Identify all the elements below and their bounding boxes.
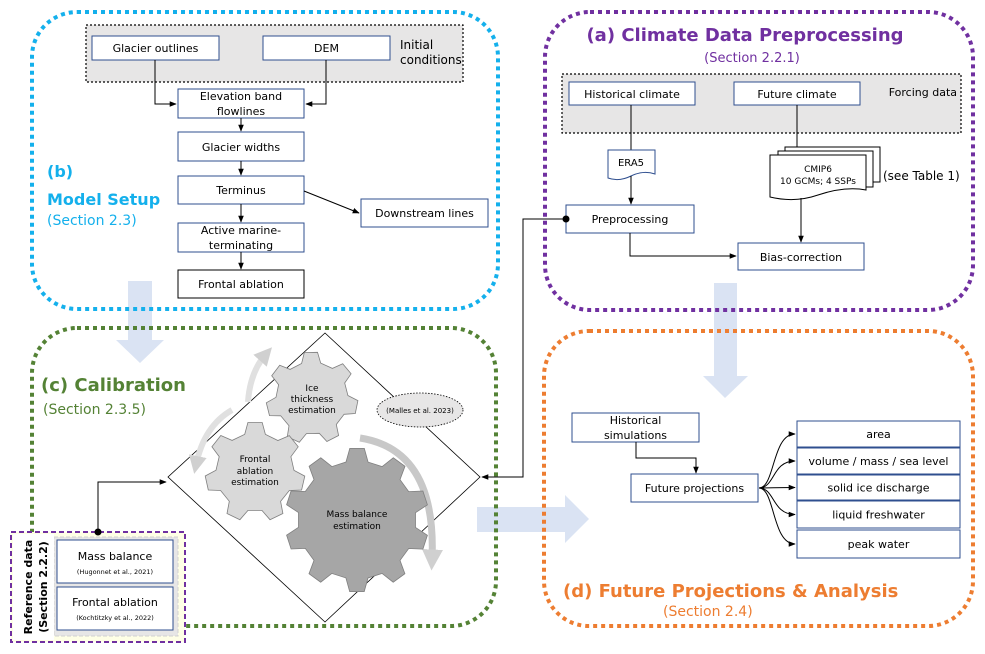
malles-citation-label: (Malles et al. 2023): [386, 407, 454, 415]
output-arrow: [758, 484, 796, 491]
future-climate-label: Future climate: [757, 88, 836, 101]
flow-arrow-c-to-d: [477, 495, 589, 543]
output-box-4[interactable]: peak water: [796, 529, 961, 559]
cycle-arrow-right: [359, 434, 443, 571]
section-a-title: (a) Climate Data Preprocessing: [586, 25, 903, 46]
frontal-ablation-label: Frontal ablation: [198, 278, 284, 291]
section-c-container: [30, 326, 498, 628]
output-label: volume / mass / sea level: [809, 455, 949, 468]
dem-box[interactable]: DEM: [262, 35, 391, 61]
section-d-reference: (Section 2.4): [663, 604, 753, 620]
mass-balance-gear: [286, 448, 428, 592]
flow-arrow-a-to-d: [703, 283, 748, 398]
active-marine-label: Active marine-terminating: [201, 224, 281, 252]
reference-label-bg: [13, 534, 54, 640]
output-arrow: [758, 487, 796, 518]
forcing-data-label: Forcing data: [889, 86, 957, 99]
glacier-outlines-box[interactable]: Glacier outlines: [91, 35, 220, 61]
glacier-widths-label: Glacier widths: [202, 141, 281, 154]
connector-dot: [562, 215, 570, 223]
historical-climate-box[interactable]: Historical climate: [568, 81, 696, 106]
future-climate-box[interactable]: Future climate: [733, 81, 861, 106]
glacier-widths-box[interactable]: Glacier widths: [177, 131, 305, 162]
section-c-title: (c) Calibration: [41, 375, 186, 396]
connector-preprocessing-to-calibration: [481, 218, 566, 480]
malles-citation-ellipse: (Malles et al. 2023): [376, 392, 464, 428]
output-arrow: [758, 431, 796, 489]
output-box-2[interactable]: solid ice discharge: [796, 474, 961, 501]
arrow-reference-to-calibration: [97, 479, 167, 532]
bias-correction-box[interactable]: Bias-correction: [737, 242, 865, 271]
section-b-title: Model Setup: [47, 190, 160, 209]
cycle-arrow-up: [245, 347, 272, 403]
reference-frontal-ablation-cite: (Kochtitzky et al., 2022): [76, 614, 154, 622]
reference-mass-balance-box[interactable]: Mass balance (Hugonnet et al., 2021): [56, 539, 174, 584]
output-box-3[interactable]: liquid freshwater: [796, 500, 961, 529]
output-box-0[interactable]: area: [796, 420, 961, 448]
reference-mass-balance-cite: (Hugonnet et al., 2021): [77, 568, 153, 576]
flow-arrow-b-to-c: [116, 281, 164, 363]
reference-data-label: Reference data(Section 2.2.2): [22, 540, 50, 635]
era5-label: ERA5: [618, 158, 644, 169]
output-arrow: [758, 458, 796, 489]
cycle-arrow-left: [188, 407, 234, 474]
preprocessing-label: Preprocessing: [592, 213, 669, 226]
output-box-1[interactable]: volume / mass / sea level: [796, 447, 961, 475]
output-label: peak water: [848, 538, 910, 551]
future-projections-label: Future projections: [645, 482, 744, 495]
output-arrow: [758, 487, 796, 547]
section-a-container: [543, 10, 975, 312]
reference-mass-balance-title: Mass balance: [78, 550, 153, 563]
frontal-ablation-box[interactable]: Frontal ablation: [177, 269, 305, 299]
frontal-ablation-gear: [204, 422, 306, 521]
terminus-box[interactable]: Terminus: [177, 175, 305, 205]
ice-thickness-gear: [265, 351, 359, 443]
section-b-reference: (Section 2.3): [47, 213, 137, 229]
active-marine-terminating-box[interactable]: Active marine-terminating: [177, 222, 305, 253]
future-projections-box[interactable]: Future projections: [630, 473, 759, 503]
arrow-dem-to-flowlines: [305, 60, 327, 107]
downstream-lines-label: Downstream lines: [375, 207, 474, 220]
see-table-label: (see Table 1): [883, 169, 960, 183]
glacier-outlines-label: Glacier outlines: [113, 42, 199, 55]
output-label: liquid freshwater: [832, 509, 925, 522]
preprocessing-box[interactable]: Preprocessing: [565, 204, 695, 234]
reference-frontal-ablation-title: Frontal ablation: [72, 596, 158, 609]
output-label: area: [866, 428, 891, 441]
bias-correction-label: Bias-correction: [760, 251, 842, 264]
section-c-reference: (Section 2.3.5): [43, 402, 146, 418]
output-label: solid ice discharge: [827, 482, 929, 495]
historical-climate-label: Historical climate: [584, 88, 680, 101]
section-a-reference: (Section 2.2.1): [704, 51, 800, 66]
section-b-label: (b): [47, 162, 73, 181]
terminus-label: Terminus: [215, 184, 266, 197]
arrow-preprocessing-to-bias: [629, 233, 737, 259]
reference-frontal-ablation-box[interactable]: Frontal ablation (Kochtitzky et al., 202…: [56, 586, 174, 631]
era5-document[interactable]: ERA5: [607, 149, 656, 181]
arrow-historical-to-future: [635, 442, 699, 474]
section-b-container: [30, 10, 500, 311]
downstream-lines-box[interactable]: Downstream lines: [360, 198, 489, 228]
section-d-container: [542, 329, 975, 628]
dem-label: DEM: [314, 42, 339, 55]
arrow-outlines-to-flowlines: [154, 60, 177, 107]
section-d-title: (d) Future Projections & Analysis: [563, 581, 898, 602]
arrow-terminus-to-downstream: [303, 190, 360, 214]
reference-connector-dot: [94, 528, 102, 536]
